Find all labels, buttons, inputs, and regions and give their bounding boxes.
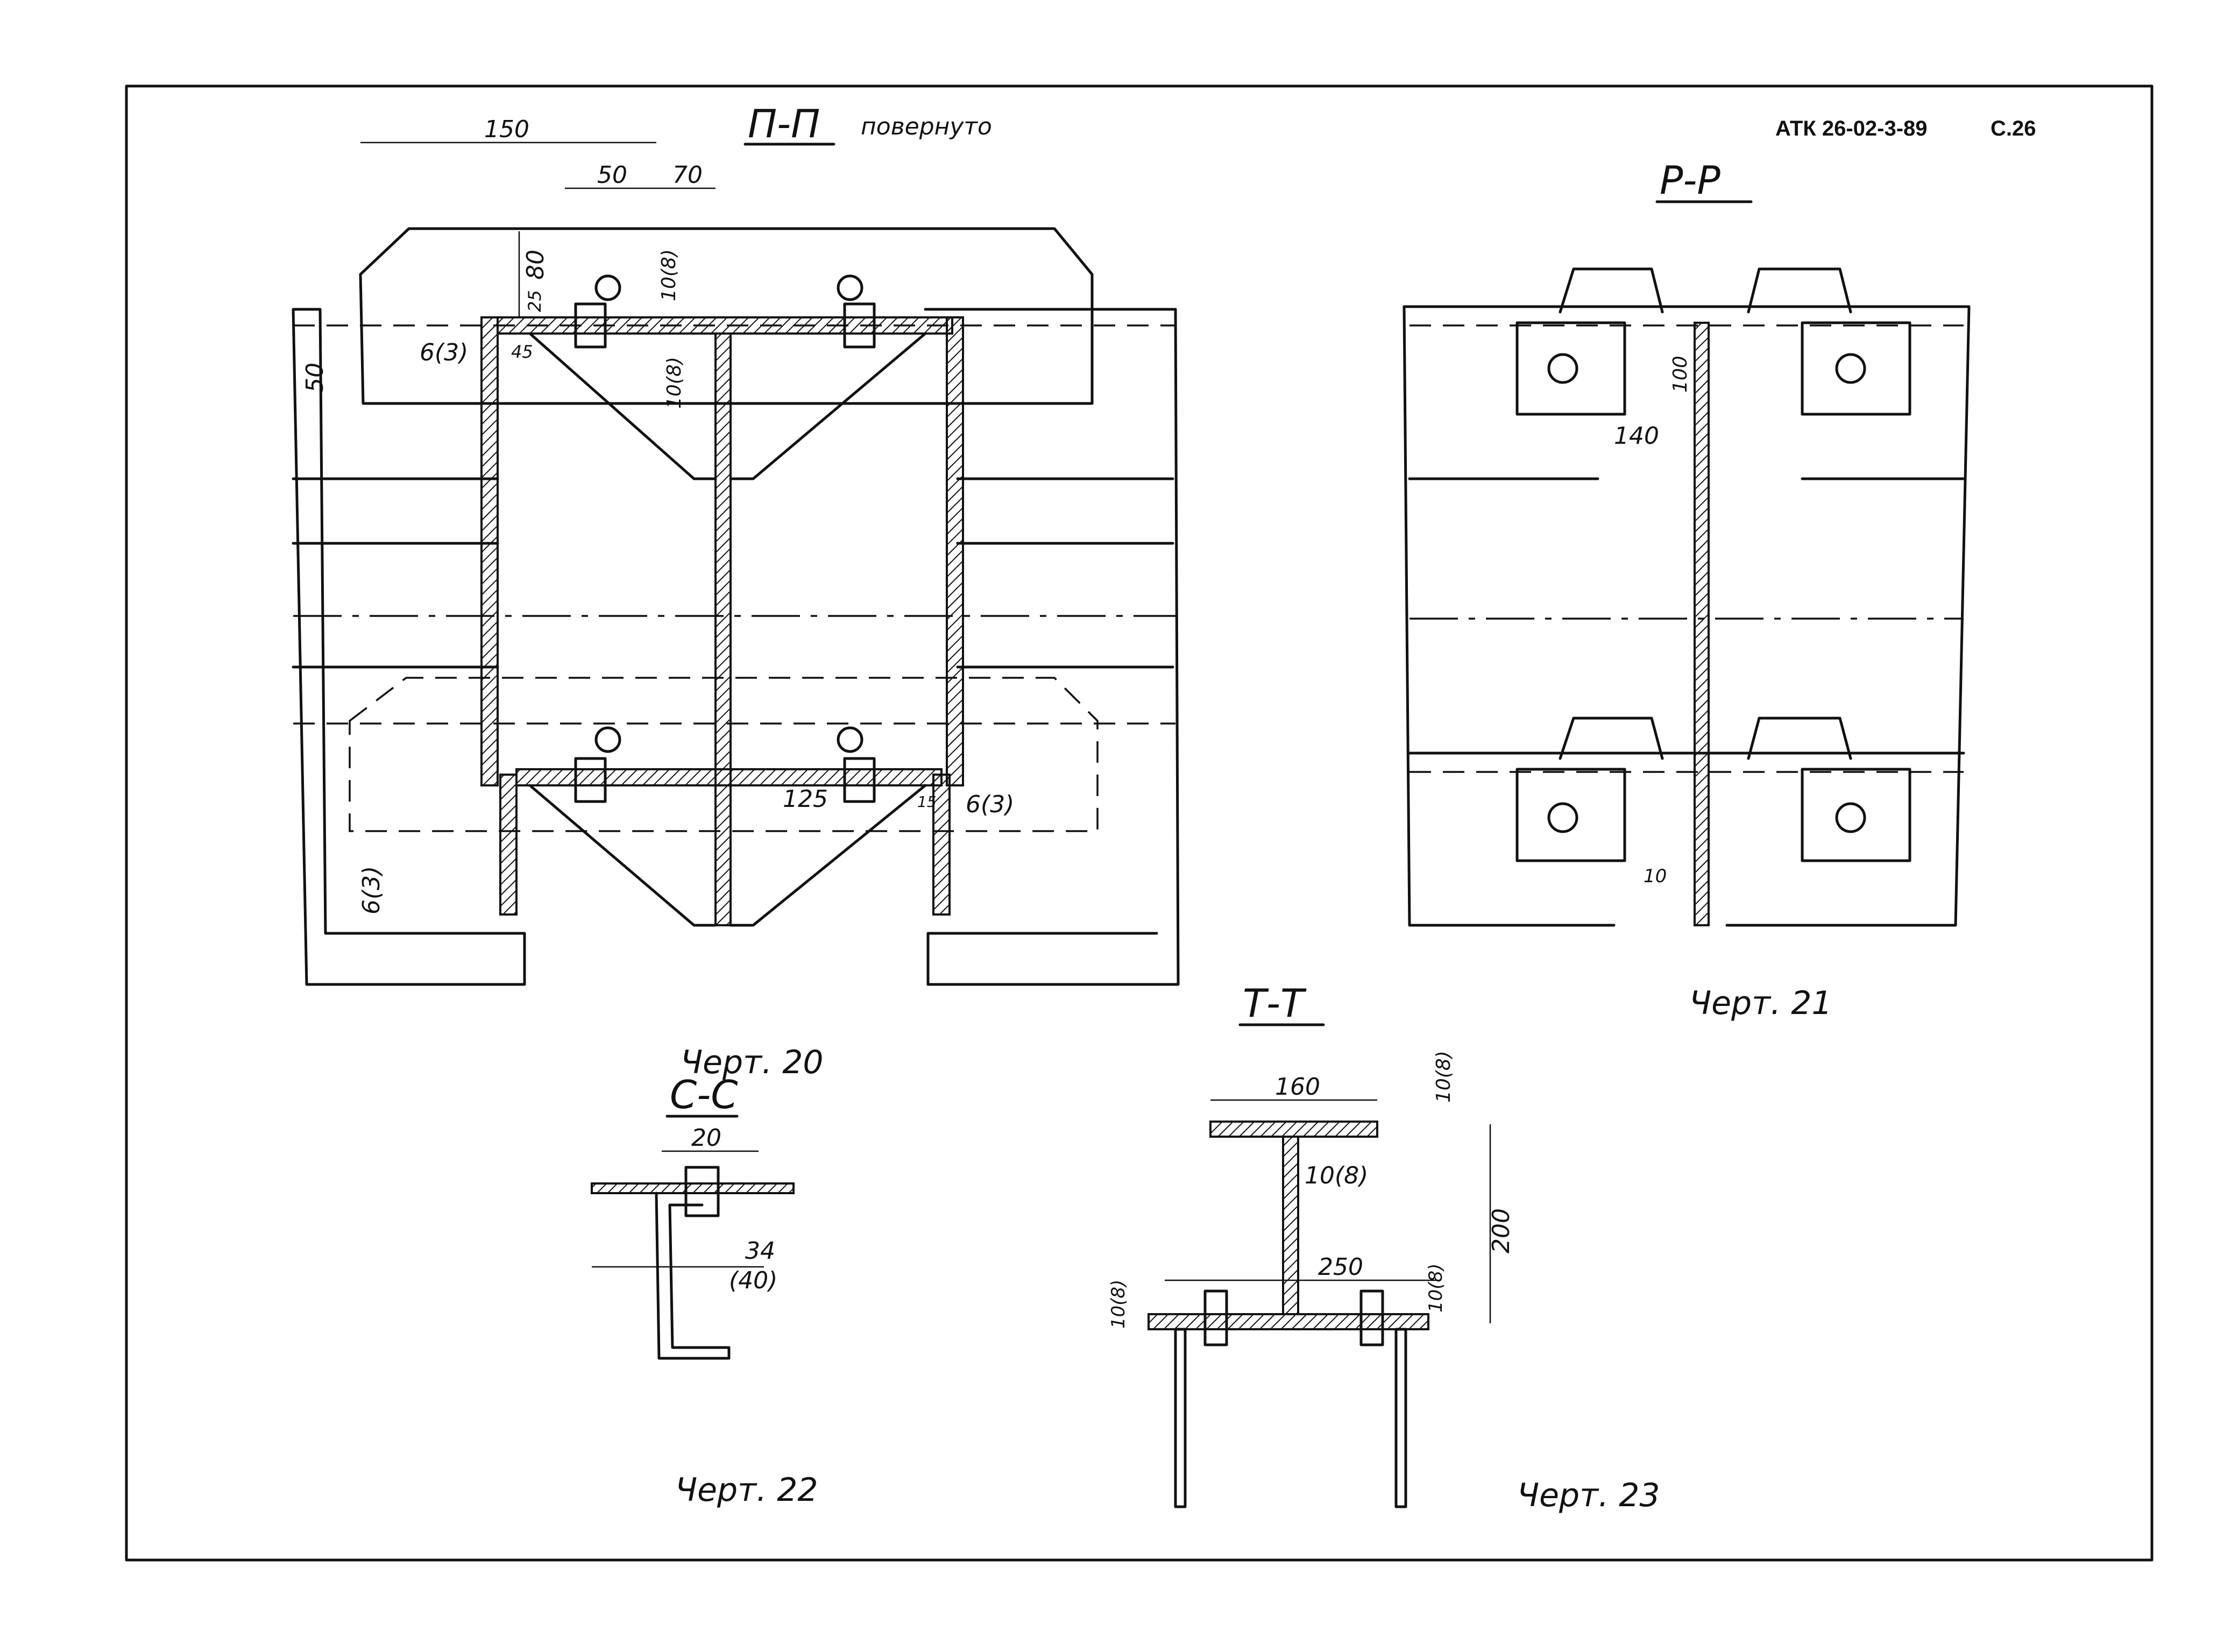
fig20-left-web: [480, 316, 499, 786]
fig22-plate: [591, 1182, 795, 1194]
fig20-section-note: повернуто: [861, 113, 992, 140]
fig22-drawing: С-С 20 34 (40) Черт. 22: [591, 1072, 818, 1509]
fig22-angle: [655, 1192, 731, 1360]
fig21-plate-ul: [1515, 321, 1626, 416]
fig23-base-plate: [1148, 1313, 1429, 1330]
fig20-dim-10-8-top: 10(8): [658, 249, 680, 301]
fig20-dim-70: 70: [672, 161, 703, 189]
page-number: С.26: [1991, 117, 2036, 140]
fig21-drawing: Р-Р 100 140 10 Черт. 21: [1403, 158, 1971, 1022]
fig20-section-title: П-П: [748, 101, 820, 146]
fig22-dim-34: 34: [745, 1237, 775, 1265]
fig23-top-flange: [1209, 1121, 1378, 1138]
fig20-bolt-upper-left: [574, 274, 621, 349]
fig20-lower-gussets: [528, 784, 927, 927]
fig23-dim-10-8-right: 10(8): [1425, 1264, 1447, 1313]
fig21-dim-140: 140: [1614, 422, 1659, 450]
fig21-caption: Черт. 21: [1689, 984, 1832, 1022]
fig21-dim-100: 100: [1669, 356, 1691, 393]
fig20-dim-50-side: 50: [301, 363, 329, 393]
fig20-bolt-lower-left: [574, 726, 621, 803]
fig21-bolt-ul: [1547, 353, 1578, 384]
fig22-dim-20: 20: [691, 1124, 721, 1152]
fig23-dim-250: 250: [1318, 1253, 1363, 1281]
fig23-dim-160: 160: [1275, 1073, 1320, 1101]
fig20-caption: Черт. 20: [681, 1044, 824, 1081]
fig20-dim-6-3-left: 6(3): [420, 339, 468, 366]
fig21-plate-ur: [1801, 321, 1911, 416]
fig20-right-web-lower: [932, 774, 951, 916]
fig20-dim-10-8-web: 10(8): [663, 357, 685, 409]
fig20-bolt-lower-right: [837, 726, 876, 803]
fig20-lower-plate: [349, 677, 1099, 832]
fig21-clamp-ll: [1559, 717, 1664, 760]
fig21-clamp-ur: [1747, 267, 1852, 314]
fig20-top-flange: [497, 316, 953, 335]
fig23-right-leg: [1394, 1328, 1407, 1508]
fig21-section-title: Р-Р: [1660, 158, 1720, 203]
fig23-section-title: Т-Т: [1243, 981, 1307, 1026]
fig21-plate-ll: [1515, 768, 1626, 862]
fig21-bolt-lr: [1835, 802, 1866, 833]
fig23-dim-10-8-left: 10(8): [1108, 1280, 1129, 1329]
fig20-center-web: [714, 332, 732, 926]
fig21-bolt-ll: [1547, 802, 1578, 833]
fig20-left-web-lower: [499, 774, 518, 916]
fig20-dim-150: 150: [484, 116, 529, 143]
fig22-bolt: [684, 1166, 720, 1217]
fig23-dim-10-8-top: 10(8): [1433, 1051, 1455, 1103]
doc-code: АТК 26-02-3-89: [1775, 117, 1928, 140]
fig20-right-web: [946, 316, 964, 786]
fig23-web: [1282, 1136, 1299, 1315]
fig20-dim-25: 25: [525, 290, 545, 312]
fig22-caption: Черт. 22: [675, 1471, 818, 1509]
fig23-dim-10-8-web: 10(8): [1305, 1162, 1368, 1189]
fig20-drawing: П-П повернуто: [292, 101, 1180, 1081]
fig20-bolt-upper-right: [837, 274, 876, 349]
fig23-left-leg: [1174, 1328, 1187, 1508]
fig23-dim-200: 200: [1488, 1208, 1515, 1253]
fig23-bolt-left: [1203, 1289, 1228, 1346]
fig20-dim-6-3-right: 6(3): [966, 791, 1014, 818]
fig20-dim-15: 15: [917, 793, 937, 811]
fig20-upper-gussets: [528, 332, 927, 480]
fig23-bolt-right: [1359, 1289, 1384, 1346]
fig21-center-web: [1694, 322, 1710, 926]
fig23-drawing: Т-Т 160 10(8) 10(8) 200 250 10(8) 10(8) …: [1108, 981, 1660, 1514]
fig20-left-beam: [292, 308, 526, 986]
fig21-dim-10: 10: [1644, 866, 1667, 887]
sheet-frame: [125, 84, 2154, 1562]
fig21-clamp-lr: [1747, 717, 1852, 760]
fig20-dim-80: 80: [522, 250, 549, 280]
fig21-outline: [1403, 305, 1971, 927]
fig21-bolt-ur: [1835, 353, 1866, 384]
fig21-clamp-ul: [1559, 267, 1664, 314]
fig22-section-title: С-С: [670, 1072, 738, 1117]
fig20-dim-125: 125: [783, 785, 828, 813]
fig20-dim-45: 45: [511, 342, 533, 362]
fig20-upper-plate: [359, 227, 1094, 405]
fig20-right-beam: [924, 308, 1180, 986]
fig22-dim-40: (40): [729, 1267, 777, 1294]
fig20-dim-6-3-bottom: 6(3): [358, 866, 385, 914]
fig20-dim-50: 50: [597, 161, 627, 189]
fig23-caption: Черт. 23: [1517, 1477, 1660, 1514]
fig21-plate-lr: [1801, 768, 1911, 862]
